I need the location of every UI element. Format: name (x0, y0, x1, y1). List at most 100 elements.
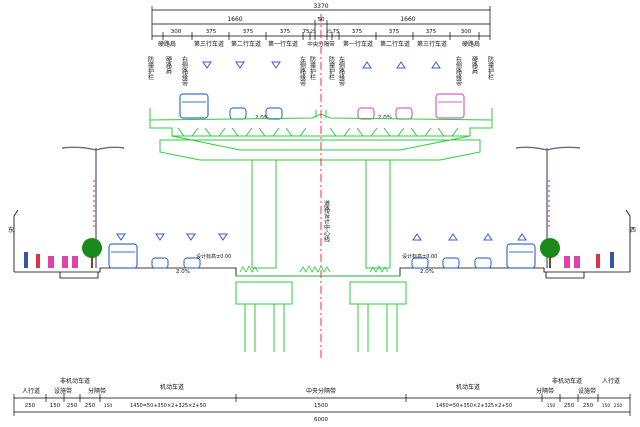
elevation-right: 设计标高±0.00 (402, 253, 437, 260)
bottom-dim: 150 (50, 403, 61, 409)
bottom-dim: 250 (25, 403, 36, 409)
arrow-down-icon (271, 61, 281, 69)
label-lane1-left: 第一行车道 (268, 40, 298, 48)
arrow-down-icon (235, 61, 245, 69)
bottom-central: 中央分隔带 (306, 387, 336, 395)
bus-icon (506, 243, 536, 269)
bottom-dim-total: 6000 (314, 417, 328, 423)
lane-dim: 375 (280, 29, 291, 35)
vlabel-guardrail-right: 防撞护栏 (487, 55, 494, 81)
vlabel-guardrail-mid-right: 防撞护栏 (328, 55, 335, 81)
arrow-up-icon (431, 61, 441, 69)
bottom-dim-motor-right: 1450=50+350×2+325×2+50 (436, 403, 512, 409)
bicycle-icon (72, 256, 78, 268)
side-label-east: 东 (8, 226, 14, 234)
lane-dim: 75 (303, 29, 310, 35)
bicycle-icon (62, 256, 68, 268)
bottom-dim: 250 (85, 403, 96, 409)
bottom-nonmotor-left: 非机动车道 (60, 377, 90, 385)
lane-dim: 375 (243, 29, 254, 35)
bus-icon (179, 93, 209, 119)
bottom-sidewalk-right: 人行道 (602, 377, 620, 385)
ground-vehicles (108, 243, 536, 269)
pedestrian-icon (24, 252, 28, 268)
arrow-up-icon (448, 233, 458, 241)
pole-bands (93, 180, 550, 230)
bottom-dim: 150 (104, 403, 113, 409)
arrow-down-icon (186, 233, 196, 241)
bottom-dim: 150 (547, 403, 556, 409)
arrow-down-icon (202, 61, 212, 69)
pedestrian-icon (610, 252, 614, 268)
label-lane3-right: 第三行车道 (417, 40, 447, 48)
upper-direction-arrows (202, 61, 441, 69)
bottom-dim: 250 (564, 403, 575, 409)
car-icon (474, 257, 492, 269)
slope-lower-left: 2.0% (176, 269, 190, 275)
bottom-motor-left: 机动车道 (160, 383, 184, 391)
bottom-facility-right: 设施带 (578, 387, 596, 395)
vlabel-guardrail-left: 防撞护栏 (147, 55, 154, 81)
pedestrian-icon (36, 254, 40, 268)
vlabel-left-edge-left: 左侧路缘带 (299, 55, 306, 87)
car-icon (395, 107, 413, 120)
car-icon (411, 257, 429, 269)
label-shoulder-left: 硬路肩 (158, 40, 176, 48)
label-shoulder-right: 硬路肩 (462, 40, 480, 48)
arrow-up-icon (483, 233, 493, 241)
bicycle-icon (48, 256, 54, 268)
bottom-sidewalk-left: 人行道 (22, 387, 40, 395)
bottom-divider-left: 分隔带 (88, 387, 106, 395)
dim-half-left: 1660 (227, 16, 242, 23)
bottom-dim: 250 (67, 403, 78, 409)
lane-dim: 75 (333, 29, 340, 35)
lane-dim: 25 (310, 29, 316, 35)
lane-dim: 300 (461, 29, 472, 35)
arrow-up-icon (517, 233, 527, 241)
car-icon (265, 107, 283, 120)
lane-dim: 375 (426, 29, 437, 35)
bottom-motor-right: 机动车道 (456, 383, 480, 391)
car-icon (151, 257, 169, 269)
pedestrian-icon (596, 254, 600, 268)
lane-dim: 300 (171, 29, 182, 35)
upper-vertical-labels: 防撞护栏 硬路肩 右侧路缘带 左侧路缘带 防撞护栏 防撞护栏 左侧路缘带 右侧路… (147, 55, 494, 87)
bottom-dim-central: 1500 (314, 403, 328, 409)
upper-vehicles (179, 93, 465, 120)
median-grass (236, 265, 400, 277)
car-icon (229, 107, 247, 120)
ground-road (14, 267, 630, 279)
ground-direction-arrows (116, 233, 527, 241)
label-lane2-right: 第二行车道 (380, 40, 410, 48)
vlabel-left-edge-right: 左侧路缘带 (338, 55, 345, 87)
bridge-deck (149, 108, 493, 161)
arrow-up-icon (362, 61, 372, 69)
lane-dim: 25 (326, 29, 332, 35)
tree-icon (82, 238, 102, 258)
arrow-up-icon (412, 233, 422, 241)
side-label-west: 西 (630, 227, 636, 234)
label-lane2-left: 第二行车道 (231, 40, 261, 48)
sidewalk-figures (24, 252, 614, 268)
lane-dims: 300 375 375 375 75 25 25 75 375 375 375 … (171, 29, 472, 35)
vlabel-right-edge-left: 右侧路缘带 (181, 55, 188, 87)
vlabel-shoulder-right: 硬路肩 (471, 56, 478, 75)
bus-icon (435, 93, 465, 119)
bottom-dim: 250 (583, 403, 594, 409)
label-median: 中央分隔带 (307, 40, 335, 48)
bus-icon (108, 243, 138, 269)
bottom-dim: 250 (614, 403, 623, 409)
arrow-down-icon (155, 233, 165, 241)
bottom-facility-left: 设施带 (54, 387, 72, 395)
lane-dim: 375 (352, 29, 363, 35)
vlabel-shoulder-left: 硬路肩 (165, 56, 172, 75)
bottom-dimension-chain (13, 394, 631, 416)
slope-upper-right: 2.0% (378, 115, 392, 121)
trees (82, 238, 560, 268)
arrow-up-icon (396, 61, 406, 69)
bicycle-icon (574, 256, 580, 268)
arrow-down-icon (116, 233, 126, 241)
dim-half-right: 1660 (400, 16, 415, 23)
tree-icon (540, 238, 560, 258)
